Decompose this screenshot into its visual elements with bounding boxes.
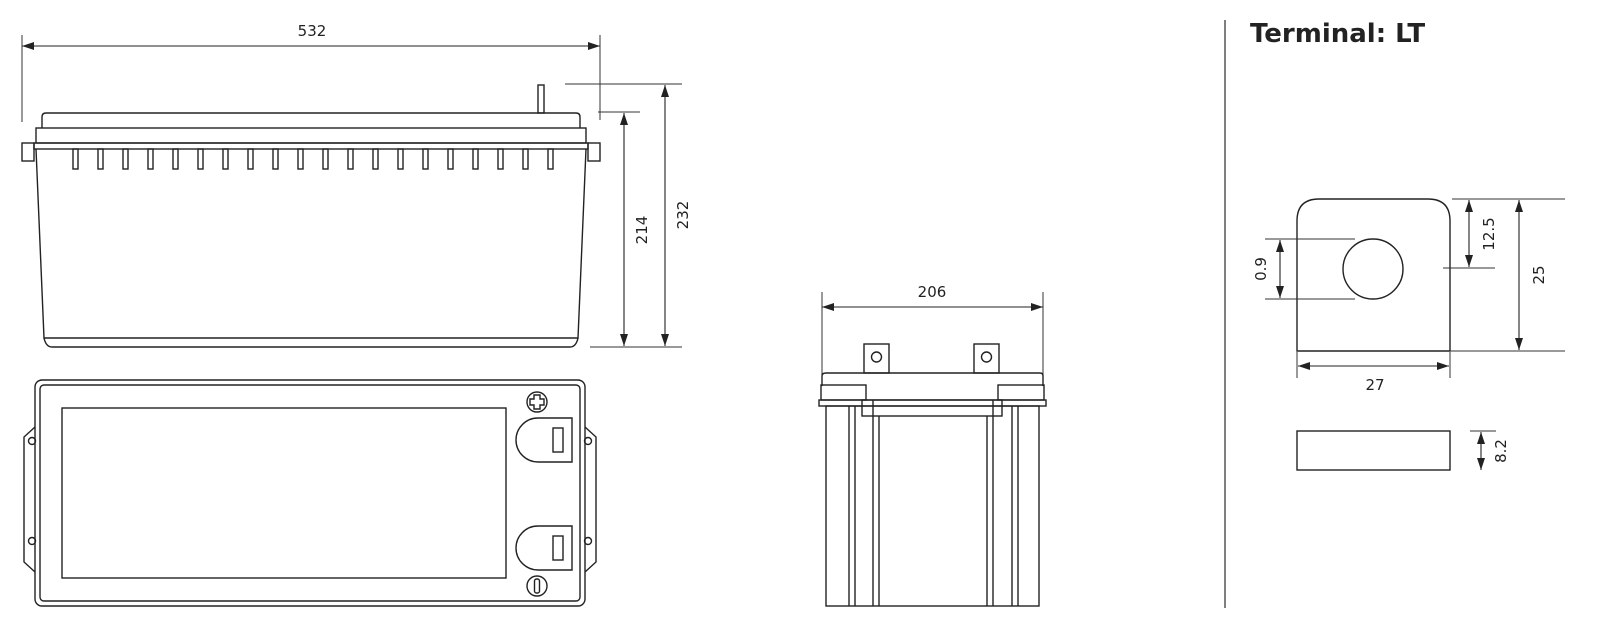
front-view: 532 214 232 [21, 22, 692, 348]
vent-slot [397, 148, 404, 170]
hole-dimension-label: 0.9 [1252, 257, 1270, 281]
side-case-body [825, 405, 1040, 607]
case-height-label: 214 [633, 216, 651, 245]
vent-slot [522, 148, 529, 170]
vent-slot [72, 148, 79, 170]
terminal-title: Terminal: LT [1250, 19, 1425, 49]
terminal-hole [1342, 238, 1404, 300]
vent-slot [197, 148, 204, 170]
side-view: 206 [818, 283, 1047, 607]
vent-slot [422, 148, 429, 170]
terminal-height-label: 25 [1530, 265, 1548, 284]
hole-center-label: 12.5 [1480, 217, 1498, 250]
total-height-label: 232 [674, 201, 692, 230]
vent-slot [472, 148, 479, 170]
vent-slot [272, 148, 279, 170]
right-lug [587, 142, 601, 162]
terminal-width-label: 27 [1365, 376, 1384, 394]
length-label: 532 [298, 22, 327, 40]
top-outer-frame [34, 379, 586, 607]
vent-slot [447, 148, 454, 170]
plus-icon [526, 391, 548, 413]
terminal-post [537, 84, 545, 114]
vent-slot [372, 148, 379, 170]
vent-slot [222, 148, 229, 170]
vent-slot [497, 148, 504, 170]
vent-slot [122, 148, 129, 170]
vent-slots [72, 148, 554, 170]
right-mount-tab [584, 426, 597, 573]
top-view [23, 379, 597, 607]
label-window [61, 407, 507, 579]
left-lug [21, 142, 35, 162]
terminal-tab-right [973, 343, 1000, 374]
lid-band [35, 127, 587, 144]
terminal-side [1296, 430, 1451, 471]
vent-slot [297, 148, 304, 170]
terminal-tab-left [863, 343, 890, 374]
width-label: 206 [918, 283, 947, 301]
vent-slot [97, 148, 104, 170]
positive-terminal-cup [515, 417, 573, 463]
vent-slot [172, 148, 179, 170]
terminal-plate [1296, 198, 1451, 352]
vent-slot [322, 148, 329, 170]
vent-slot [147, 148, 154, 170]
minus-icon [526, 575, 548, 597]
left-mount-tab [23, 426, 36, 573]
lid-top [41, 112, 581, 128]
vent-slot [247, 148, 254, 170]
terminal-detail: 0.9 12.5 25 27 8.2 [1252, 198, 1565, 471]
vent-slot [347, 148, 354, 170]
negative-terminal-cup [515, 525, 573, 571]
terminal-thickness-label: 8.2 [1492, 439, 1510, 463]
case-body [35, 148, 587, 339]
vent-slot [547, 148, 554, 170]
